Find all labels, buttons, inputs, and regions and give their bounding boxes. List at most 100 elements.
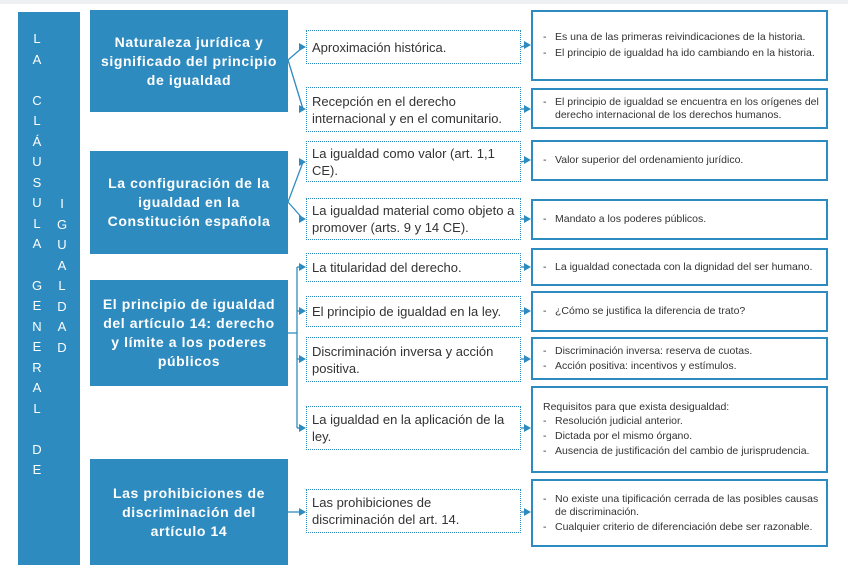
- detail-bullet: -Es una de las primeras reivindicaciones…: [543, 31, 820, 44]
- subtopic-aproximacion-historica: Aproximación histórica.: [306, 30, 521, 64]
- topic-arrow-icon: [299, 355, 306, 363]
- topic-arrow-icon: [299, 43, 306, 51]
- detail-bullet: -Discriminación inversa: reserva de cuot…: [543, 345, 820, 358]
- detail-text: La igualdad conectada con la dignidad de…: [555, 260, 813, 273]
- detail-text: Ausencia de justificación del cambio de …: [555, 445, 810, 457]
- topic-title: La configuración de la igualdad en la Co…: [107, 175, 271, 229]
- topic-connector-line: [287, 46, 304, 61]
- detail-bullet: -Acción positiva: incentivos y estímulos…: [543, 360, 820, 373]
- main-title-col1-letter: U: [32, 195, 42, 211]
- main-title-col2-letter: G: [56, 216, 68, 232]
- detail-bullet: -El principio de igualdad ha ido cambian…: [543, 47, 820, 60]
- detail-titularidad: -La igualdad conectada con la dignidad d…: [531, 248, 828, 286]
- main-title-col1-letter: G: [31, 277, 43, 293]
- subtopic-label: La igualdad en la aplicación de la ley.: [312, 412, 505, 444]
- subtopic-igualdad-aplicacion-ley: La igualdad en la aplicación de la ley.: [306, 406, 521, 450]
- top-divider: [0, 0, 848, 4]
- subtopic-label: Las prohibiciones de discriminación del …: [312, 495, 460, 527]
- main-title-col1-letter: L: [33, 31, 41, 46]
- main-title-col1-letter: [30, 422, 44, 443]
- detail-text: Es una de las primeras reivindicaciones …: [555, 31, 806, 43]
- main-title-col1-letter: L: [33, 215, 41, 231]
- main-title-col1-letter: E: [32, 339, 42, 355]
- topic-arrow-icon: [299, 158, 306, 166]
- detail-igualdad-aplicacion-ley: Requisitos para que exista desigualdad: …: [531, 386, 828, 473]
- detail-arrow-icon: [524, 307, 531, 315]
- topic-configuracion: La configuración de la igualdad en la Co…: [90, 151, 288, 254]
- main-title-col2-letter: I: [60, 196, 64, 211]
- main-title-col2-letter: D: [57, 298, 67, 314]
- detail-text: Resolución judicial anterior.: [555, 415, 683, 427]
- subtopic-prohibiciones-art-14: Las prohibiciones de discriminación del …: [306, 489, 521, 533]
- subtopic-label: Recepción en el derecho internacional y …: [312, 93, 503, 126]
- detail-arrow-icon: [524, 355, 531, 363]
- main-title-col1-letter: [30, 73, 44, 94]
- topic-arrow-icon: [299, 215, 306, 223]
- main-title-col1-letter: U: [32, 154, 42, 170]
- detail-bullet: -Ausencia de justificación del cambio de…: [543, 445, 820, 458]
- main-title-col1-letter: S: [32, 174, 42, 190]
- detail-bullet: -¿Cómo se justifica la diferencia de tra…: [543, 305, 820, 318]
- topic-title: Las prohibiciones de discriminación del …: [112, 484, 266, 539]
- detail-connector-line: [520, 44, 529, 48]
- detail-igualdad-material: -Mandato a los poderes públicos.: [531, 199, 828, 240]
- topic-arrow-icon: [299, 508, 306, 516]
- subtopic-label: Discriminación inversa y acción positiva…: [312, 343, 494, 376]
- detail-bullet: -Mandato a los poderes públicos.: [543, 213, 820, 226]
- detail-arrow-icon: [524, 263, 531, 271]
- main-title-col2-letter: U: [57, 237, 67, 253]
- detail-text: Dictada por el mismo órgano.: [555, 430, 693, 442]
- topic-title: Naturaleza jurídica y significado del pr…: [100, 33, 277, 88]
- topic-articulo-14: El principio de igualdad del artículo 14…: [90, 280, 288, 386]
- detail-arrow-icon: [524, 215, 531, 223]
- main-title-col1-letter: N: [32, 318, 42, 334]
- main-title-col2-letter: A: [57, 319, 67, 335]
- main-title-col1-letter: Á: [32, 133, 42, 149]
- subtopic-label: Aproximación histórica.: [312, 39, 447, 55]
- main-title-col1-letter: C: [32, 92, 42, 108]
- topic-prohibiciones: Las prohibiciones de discriminación del …: [90, 459, 288, 565]
- detail-text: Discriminación inversa: reserva de cuota…: [555, 344, 753, 357]
- detail-prohibiciones: -No existe una tipificación cerrada de l…: [531, 479, 828, 547]
- topic-connector-line: [287, 201, 304, 220]
- detail-text: Valor superior del ordenamiento jurídico…: [555, 154, 744, 166]
- detail-text: ¿Cómo se justifica la diferencia de trat…: [555, 305, 746, 317]
- main-title-col2-letter: L: [58, 278, 66, 294]
- topic-connector-line: [287, 59, 304, 110]
- detail-text: El principio de igualdad se encuentra en…: [555, 95, 819, 121]
- detail-bullet: -El principio de igualdad se encuentra e…: [543, 95, 819, 121]
- main-title-col2-letter: A: [57, 257, 67, 273]
- subtopic-igualdad-en-la-ley: El principio de igualdad en la ley.: [306, 296, 521, 327]
- subtopic-label: La titularidad del derecho.: [312, 260, 462, 275]
- topic-arrow-icon: [299, 105, 306, 113]
- subtopic-discriminacion-inversa: Discriminación inversa y acción positiva…: [306, 337, 521, 382]
- main-title-col1-letter: [30, 258, 44, 279]
- subtopic-titularidad: La titularidad del derecho.: [306, 253, 521, 282]
- topic-naturaleza: Naturaleza jurídica y significado del pr…: [90, 10, 288, 112]
- subtopic-label: El principio de igualdad en la ley.: [312, 304, 502, 319]
- main-title-col1-letter: E: [32, 462, 42, 478]
- main-title-col1-letter: L: [33, 400, 41, 416]
- main-title-col1-letter: E: [32, 298, 42, 314]
- detail-bullet: -Cualquier criterio de diferenciación de…: [543, 521, 820, 534]
- subtopic-igualdad-como-valor: La igualdad como valor (art. 1,1 CE).: [306, 141, 521, 182]
- detail-text: Cualquier criterio de diferenciación deb…: [555, 520, 813, 533]
- detail-text: Mandato a los poderes públicos.: [555, 213, 707, 225]
- topic-arrow-icon: [299, 263, 306, 271]
- main-title-col1-letter: A: [32, 380, 42, 396]
- detail-aproximacion-historica: -Es una de las primeras reivindicaciones…: [531, 10, 828, 81]
- detail-bullet: -No existe una tipificación cerrada de l…: [543, 492, 819, 518]
- subtopic-igualdad-material: La igualdad material como objeto a promo…: [306, 198, 521, 240]
- detail-connector-line: [520, 159, 529, 163]
- detail-recepcion: -El principio de igualdad se encuentra e…: [531, 88, 828, 129]
- topic-title: El principio de igualdad del artículo 14…: [102, 296, 276, 369]
- detail-bullet: -Valor superior del ordenamiento jurídic…: [543, 154, 820, 167]
- main-title-col1-letter: A: [32, 236, 42, 252]
- detail-arrow-icon: [524, 105, 531, 113]
- main-title-col2-letter: D: [57, 339, 67, 355]
- detail-bullet: -La igualdad conectada con la dignidad d…: [543, 261, 820, 274]
- detail-arrow-icon: [524, 424, 531, 432]
